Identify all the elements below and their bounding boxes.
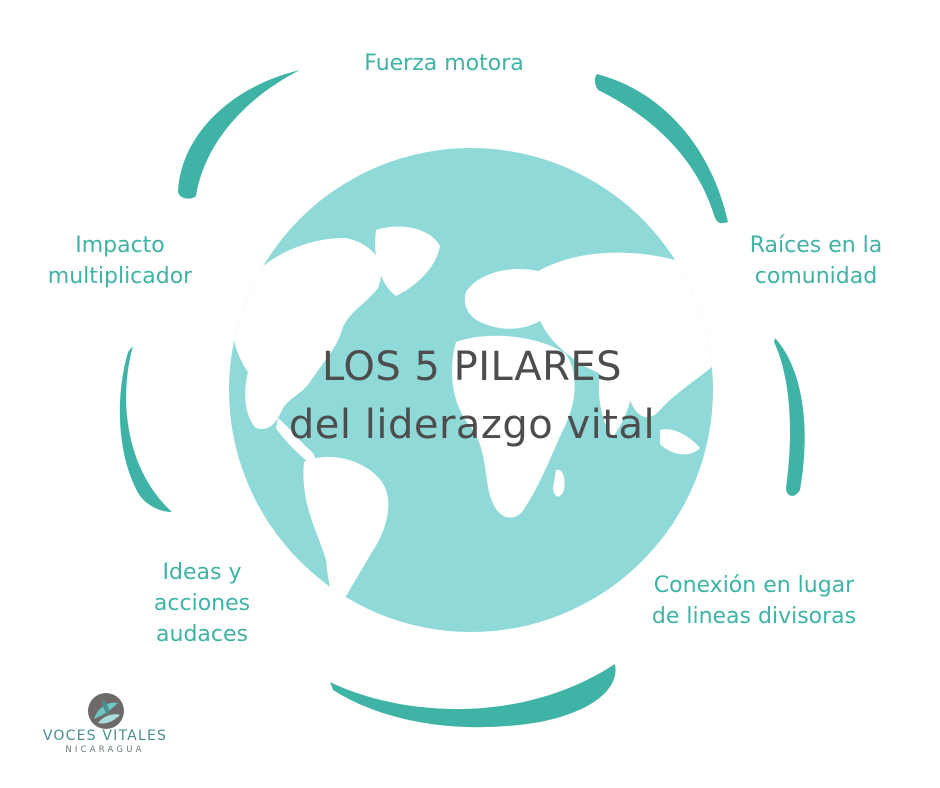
pillar-label: acciones xyxy=(153,591,251,616)
brush-strokes xyxy=(119,70,805,728)
greenland xyxy=(375,226,440,296)
continents xyxy=(230,226,713,606)
pillar-impacto: Impacto multiplicador xyxy=(40,230,200,292)
pillar-conexion: Conexión en lugar de lineas divisoras xyxy=(640,570,868,632)
brush-stroke-bottom xyxy=(330,664,616,728)
brush-stroke-top-left xyxy=(178,70,300,199)
madagascar xyxy=(553,469,565,497)
brush-stroke-top-right xyxy=(594,74,728,224)
logo-icon xyxy=(88,693,124,729)
pillar-label: Impacto xyxy=(75,233,165,258)
title-line-2: del liderazgo vital xyxy=(288,402,656,448)
pillar-label: Conexión en lugar xyxy=(653,573,855,598)
brush-stroke-left xyxy=(119,346,172,512)
center-title: LOS 5 PILARES del liderazgo vital xyxy=(232,338,712,454)
logo-name: VOCES VITALES xyxy=(42,728,168,744)
india xyxy=(598,369,632,438)
africa xyxy=(451,335,575,518)
logo-country: NICARAGUA xyxy=(65,745,145,755)
pillar-ideas: Ideas y acciones audaces xyxy=(140,557,264,650)
islands xyxy=(660,429,700,455)
pillar-label: Ideas y xyxy=(162,560,242,585)
pillar-label: multiplicador xyxy=(47,264,193,289)
pillar-label: audaces xyxy=(156,622,248,647)
brush-stroke-right xyxy=(774,338,805,496)
pillar-fuerza-motora: Fuerza motora xyxy=(344,48,544,79)
pillar-label: de lineas divisoras xyxy=(651,604,857,629)
central-america xyxy=(276,418,316,463)
south-america xyxy=(303,456,389,606)
pillar-label: comunidad xyxy=(754,264,878,289)
north-america xyxy=(230,238,382,430)
logo: VOCES VITALES NICARAGUA xyxy=(38,728,172,755)
pillar-label: Raíces en la xyxy=(749,233,883,258)
title-line-1: LOS 5 PILARES xyxy=(321,344,623,390)
pillar-raices: Raíces en la comunidad xyxy=(736,230,896,292)
pillar-label: Fuerza motora xyxy=(364,51,524,76)
asia xyxy=(535,252,713,418)
